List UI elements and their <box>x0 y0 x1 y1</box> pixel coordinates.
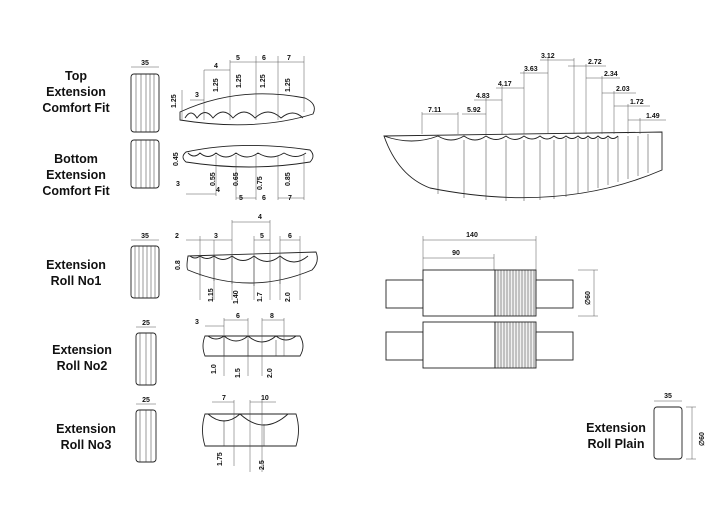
dim-roll1-pitch-2: 2 <box>175 233 179 240</box>
dim-top-pitch-3: 3 <box>195 92 199 99</box>
dim-assembly-length: 140 <box>466 232 478 239</box>
label-bottom-extension-comfort-fit: Bottom Extension Comfort Fit <box>38 151 114 199</box>
dim-roll1-depth: 1.40 <box>233 290 240 304</box>
dim-bottom-pitch-5: 5 <box>239 195 243 202</box>
dim-bottom-pitch-6: 6 <box>262 195 266 202</box>
dim-top-depth: 1.25 <box>213 78 220 92</box>
dim-arc-2-72: 2.72 <box>588 59 602 66</box>
label-line: Extension <box>46 258 106 272</box>
dim-roll2-depth: 1.0 <box>211 364 218 374</box>
dim-top-pitch-6: 6 <box>262 55 266 62</box>
label-line: Top <box>65 69 87 83</box>
dim-roll1-depth: 0.8 <box>175 260 182 270</box>
label-line: Extension <box>52 343 112 357</box>
dim-roll1-pitch-4: 4 <box>258 214 262 221</box>
roll2-profile: 3 6 8 1.0 1.5 2.0 <box>195 313 304 378</box>
label-line: Extension <box>46 168 106 182</box>
dim-roll3-pitch-7: 7 <box>222 395 226 402</box>
label-line: Bottom <box>54 152 98 166</box>
dim-bottom-pitch-4: 4 <box>216 187 220 194</box>
dim-arc-3-63: 3.63 <box>524 66 538 73</box>
dim-arc-2-34: 2.34 <box>604 71 618 78</box>
dim-top-depth: 1.25 <box>260 74 267 88</box>
dim-bottom-depth: 0.85 <box>285 172 292 186</box>
label-line: Extension <box>56 422 116 436</box>
dim-assembly-groove: 90 <box>452 250 460 257</box>
label-line: Roll No3 <box>60 438 112 452</box>
top-roll-side-view: 35 <box>130 60 160 133</box>
label-extension-roll-no3: Extension Roll No3 <box>48 421 124 453</box>
dim-roll3-pitch-10: 10 <box>261 395 269 402</box>
dim-bottom-depth: 0.75 <box>257 176 264 190</box>
dim-roll2-pitch-3: 3 <box>195 319 199 326</box>
dim-roll2-pitch-6: 6 <box>236 313 240 320</box>
label-extension-roll-plain: Extension Roll Plain <box>578 420 654 452</box>
assembly-grooves <box>497 270 535 368</box>
dim-bottom-depth: 0.65 <box>233 172 240 186</box>
dim-plain-diameter: ∅60 <box>698 432 706 446</box>
dim-roll1-width: 35 <box>141 233 149 240</box>
roll-plain: 35 ∅60 <box>653 393 706 460</box>
dim-arc-4-83: 4.83 <box>476 93 490 100</box>
dim-roll1-depth: 1.7 <box>257 292 264 302</box>
dim-roll1-pitch-3: 3 <box>214 233 218 240</box>
dim-roll2-width: 25 <box>142 320 150 327</box>
dim-arc-5-92: 5.92 <box>467 107 481 114</box>
dim-roll1-pitch-6: 6 <box>288 233 292 240</box>
label-line: Roll No2 <box>56 359 108 373</box>
label-top-extension-comfort-fit: Top Extension Comfort Fit <box>38 68 114 116</box>
dim-roll1-depth: 1.15 <box>208 288 215 302</box>
roll-assembly: 140 90 ∅60 <box>385 232 598 369</box>
label-line: Comfort Fit <box>42 101 110 115</box>
dim-roll2-depth: 1.5 <box>235 368 242 378</box>
top-roll-profile: 3 4 5 6 7 1.25 1.25 1.25 1.25 1.25 <box>171 55 315 126</box>
dim-arc-3-12: 3.12 <box>541 53 555 60</box>
dim-arc-1-72: 1.72 <box>630 99 644 106</box>
dim-bottom-depth: 0.55 <box>210 172 217 186</box>
label-extension-roll-no2: Extension Roll No2 <box>44 342 120 374</box>
label-line: Extension <box>586 421 646 435</box>
dim-arc-4-17: 4.17 <box>498 81 512 88</box>
dim-arc-2-03: 2.03 <box>616 86 630 93</box>
label-extension-roll-no1: Extension Roll No1 <box>38 257 114 289</box>
dim-roll3-width: 25 <box>142 397 150 404</box>
roll2-side-view: 25 <box>135 320 157 386</box>
dim-top-depth: 1.25 <box>236 74 243 88</box>
dim-top-pitch-7: 7 <box>287 55 291 62</box>
arc-profile: 7.11 5.92 4.83 4.17 3.63 3.12 2.72 2.34 … <box>383 53 666 201</box>
dim-assembly-diameter: ∅60 <box>584 291 592 305</box>
dim-roll1-depth: 2.0 <box>285 292 292 302</box>
dim-plain-width: 35 <box>664 393 672 400</box>
dim-roll1-pitch-5: 5 <box>260 233 264 240</box>
dim-roll3-depth: 2.5 <box>259 460 266 470</box>
dim-bottom-pitch-7: 7 <box>288 195 292 202</box>
dim-roll3-depth: 1.75 <box>217 452 224 466</box>
roll3-profile: 7 10 1.75 2.5 <box>202 395 299 472</box>
label-line: Roll Plain <box>587 437 645 451</box>
bottom-roll-side-view <box>130 139 160 189</box>
dim-top-pitch-5: 5 <box>236 55 240 62</box>
label-line: Roll No1 <box>50 274 102 288</box>
bottom-roll-profile: 0.45 0.55 0.65 0.75 0.85 3 4 5 6 7 <box>173 145 314 202</box>
dim-roll2-depth: 2.0 <box>267 368 274 378</box>
label-line: Comfort Fit <box>42 184 110 198</box>
dim-bottom-pitch-3: 3 <box>176 181 180 188</box>
dim-arc-1-49: 1.49 <box>646 113 660 120</box>
dim-top-depth: 1.25 <box>171 94 178 108</box>
dim-bottom-depth: 0.45 <box>173 152 180 166</box>
dim-top-pitch-4: 4 <box>214 63 218 70</box>
dim-roll2-pitch-8: 8 <box>270 313 274 320</box>
dim-top-width: 35 <box>141 60 149 67</box>
roll1-profile: 2 3 4 5 6 0.8 1.15 1.40 1.7 2.0 <box>175 214 318 304</box>
dim-arc-7-11: 7.11 <box>428 107 441 114</box>
roll3-side-view: 25 <box>135 397 157 463</box>
roll1-side-view: 35 <box>130 233 160 299</box>
label-line: Extension <box>46 85 106 99</box>
dim-top-depth: 1.25 <box>285 78 292 92</box>
